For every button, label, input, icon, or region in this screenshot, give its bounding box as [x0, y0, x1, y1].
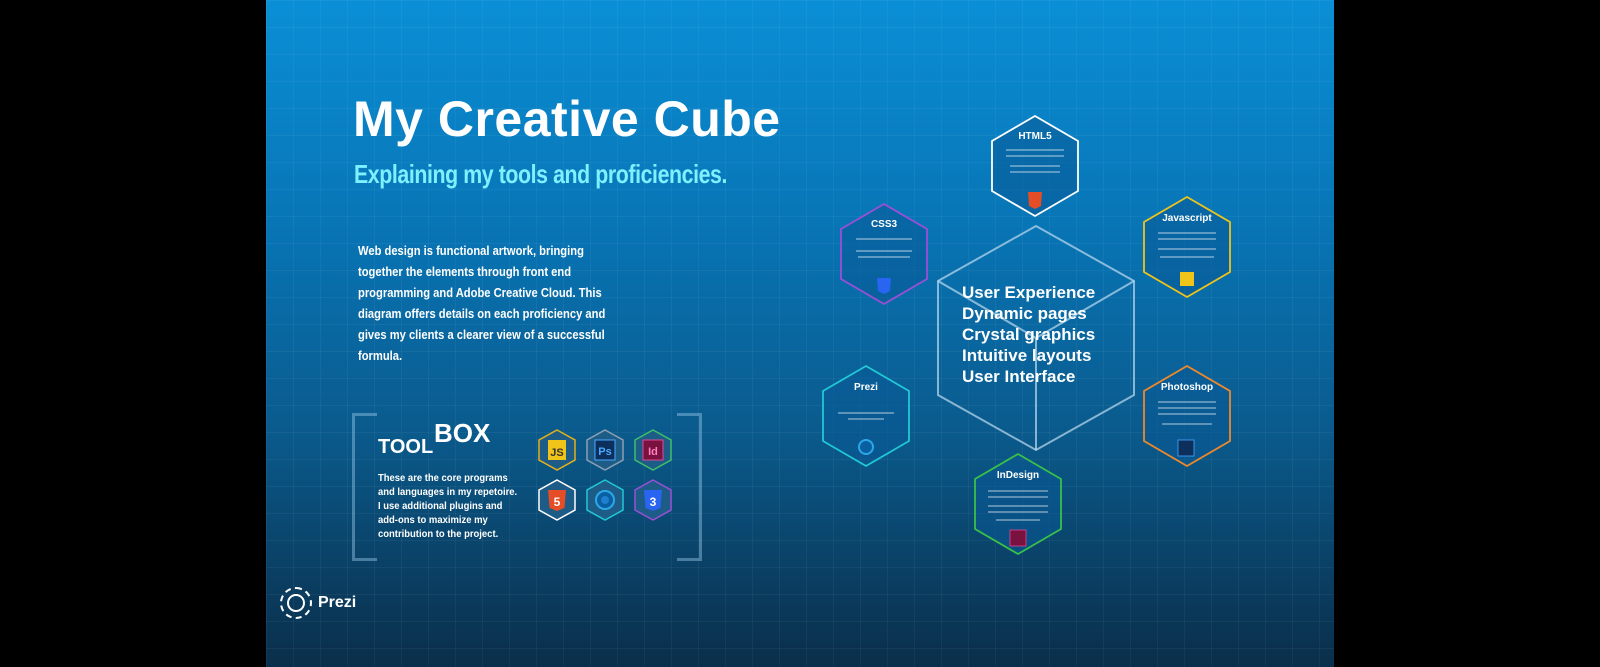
toolbox-description: These are the core programs and language…: [378, 472, 518, 540]
hex-indesign[interactable]: InDesign: [974, 452, 1062, 556]
indesign-icon[interactable]: Id: [632, 429, 674, 471]
html5-icon-label: 5: [554, 495, 561, 509]
toolbox-tool-label: TOOL: [378, 436, 434, 458]
slide-subtitle: Explaining my tools and proficiencies.: [354, 159, 728, 189]
bracket-right: [677, 413, 702, 561]
hex-css3-title: CSS3: [871, 219, 898, 230]
hex-photoshop-title: Photoshop: [1161, 382, 1213, 393]
hex-indesign-title: InDesign: [997, 470, 1039, 481]
indesign-icon: [1009, 529, 1027, 547]
hex-javascript[interactable]: Javascript: [1143, 195, 1231, 299]
hex-diagram: HTML5 CSS3 Javascript: [822, 114, 1231, 556]
cube-item: Intuitive layouts: [962, 346, 1092, 365]
cube-item: Crystal graphics: [962, 325, 1096, 344]
js-icon[interactable]: JS: [536, 429, 578, 471]
hex-javascript-title: Javascript: [1162, 213, 1212, 224]
photoshop-icon-label: Ps: [598, 446, 611, 458]
hex-html5[interactable]: HTML5: [991, 114, 1079, 218]
css3-icon: [877, 278, 891, 294]
bracket-left: [352, 413, 377, 561]
cube-wireframe: [937, 224, 1135, 452]
toolbox-box-label: BOX: [434, 418, 491, 448]
js-icon: [1180, 272, 1194, 286]
hex-photoshop[interactable]: Photoshop: [1143, 364, 1231, 468]
cube-features-list: User Experience Dynamic pages Crystal gr…: [962, 282, 1095, 387]
prezi-brand-logo[interactable]: Prezi: [280, 587, 356, 619]
hex-html5-title: HTML5: [1018, 131, 1052, 142]
presentation-slide: My Creative Cube Explaining my tools and…: [266, 0, 1334, 667]
cube-item: User Interface: [962, 367, 1076, 386]
photoshop-icon: [1177, 439, 1195, 457]
css3-icon-label: 3: [650, 495, 657, 509]
prezi-icon[interactable]: [584, 479, 626, 521]
background-grid: [266, 0, 1334, 667]
intro-paragraph: Web design is functional artwork, bringi…: [358, 243, 606, 363]
hex-prezi-title: Prezi: [854, 382, 878, 393]
html5-icon: [1028, 192, 1042, 209]
js-icon-label: JS: [550, 447, 563, 459]
prezi-icon: [858, 439, 874, 455]
photoshop-icon[interactable]: Ps: [584, 429, 626, 471]
slide-title: My Creative Cube: [353, 91, 781, 147]
cube-item: Dynamic pages: [962, 304, 1087, 323]
html5-icon[interactable]: 5: [536, 479, 578, 521]
indesign-icon-label: Id: [648, 446, 658, 458]
hex-css3[interactable]: CSS3: [840, 202, 928, 306]
prezi-logo-text: Prezi: [318, 594, 357, 611]
toolbox-panel: TOOL BOX These are the core programs and…: [352, 413, 702, 561]
hex-prezi[interactable]: Prezi: [822, 364, 910, 468]
cube-item: User Experience: [962, 283, 1096, 302]
css3-icon[interactable]: 3: [632, 479, 674, 521]
prezi-logo-icon: [280, 587, 312, 619]
